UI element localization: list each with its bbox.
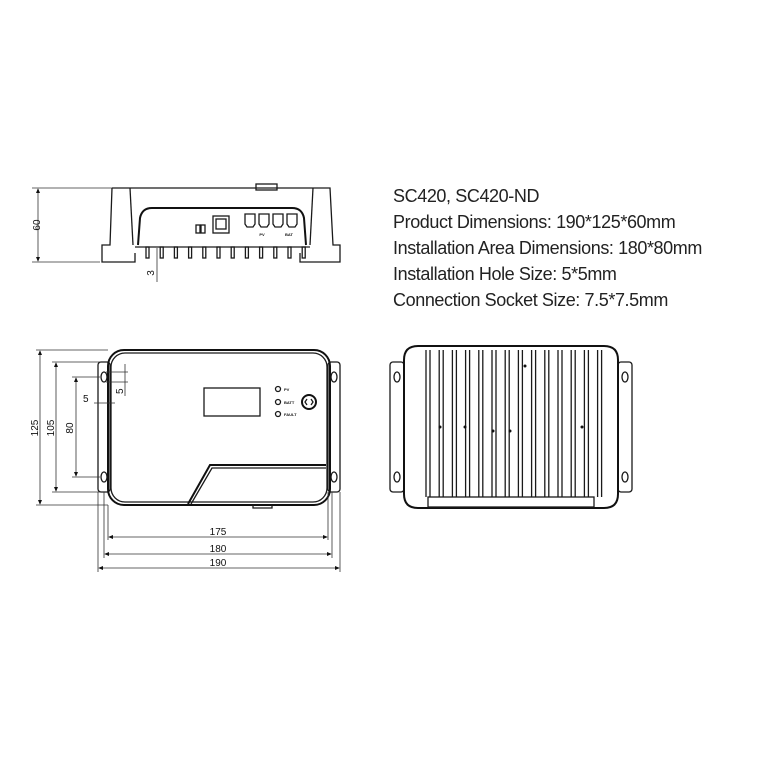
hole-size: Installation Hole Size: 5*5mm xyxy=(393,264,617,284)
led-pv-label: PV xyxy=(284,387,290,392)
temp-sensor-port-b xyxy=(200,224,206,234)
right-flange xyxy=(327,361,341,493)
hole-height-label: 5 xyxy=(115,388,126,394)
side-fin xyxy=(301,246,306,259)
mount-hole xyxy=(100,371,108,383)
height-125-label: 125 xyxy=(30,419,41,436)
flange-105-label: 105 xyxy=(46,419,57,436)
side-housing-outline xyxy=(101,187,341,263)
side-fin xyxy=(145,246,150,259)
side-fin xyxy=(258,246,264,259)
heatsink-body xyxy=(403,345,619,509)
mount-hole xyxy=(330,471,338,483)
hole-width-label: 5 xyxy=(83,394,89,405)
led-batt xyxy=(274,398,282,406)
side-fin xyxy=(159,246,164,259)
side-view: 60 PV BAT 3 xyxy=(32,183,341,282)
fin-gap-dim-label: 3 xyxy=(146,270,157,276)
pv-terminal-label: PV xyxy=(259,232,265,237)
heatsink-view xyxy=(389,345,633,509)
width-190-label: 190 xyxy=(210,558,227,569)
led-fault-label: FAULT xyxy=(284,412,297,417)
socket-size: Connection Socket Size: 7.5*7.5mm xyxy=(393,290,668,310)
side-fin xyxy=(273,246,278,259)
led-fault xyxy=(274,410,282,418)
front-view: PV BATT FAULT 125 105 80 5 5 175 xyxy=(30,349,341,572)
installation-area: Installation Area Dimensions: 180*80mm xyxy=(393,238,702,258)
led-batt-label: BATT xyxy=(284,400,295,405)
product-dimensions: Product Dimensions: 190*125*60mm xyxy=(393,212,676,232)
navigation-button xyxy=(301,394,317,410)
connector-panel xyxy=(137,207,307,246)
terminal-socket xyxy=(244,213,256,228)
lcd-display xyxy=(203,387,261,417)
side-fins xyxy=(145,246,306,259)
temp-sensor-port-a xyxy=(195,224,201,234)
width-180-label: 180 xyxy=(210,544,227,555)
model-name: SC420, SC420-ND xyxy=(393,186,540,206)
terminals xyxy=(244,213,298,228)
side-fin xyxy=(230,246,235,259)
bat-terminal-label: BAT xyxy=(285,232,293,237)
height-dim-label: 60 xyxy=(32,219,43,231)
side-fin xyxy=(287,246,292,259)
hole-spacing-80-label: 80 xyxy=(65,422,76,434)
led-pv xyxy=(274,385,282,393)
top-tab xyxy=(255,183,278,191)
lower-cover-line xyxy=(187,464,326,505)
mount-hole xyxy=(330,371,338,383)
heatsink-base xyxy=(427,496,595,508)
terminal-socket xyxy=(286,213,298,228)
side-fin xyxy=(216,246,221,259)
width-175-label: 175 xyxy=(210,527,227,538)
terminal-socket xyxy=(258,213,270,228)
side-fin xyxy=(244,246,250,259)
heatsink-fins xyxy=(425,350,603,497)
side-fin xyxy=(187,246,193,259)
terminal-socket xyxy=(272,213,284,228)
side-fin xyxy=(173,246,179,259)
front-housing-inner xyxy=(110,352,328,503)
side-fin xyxy=(202,246,207,259)
front-housing xyxy=(107,349,331,506)
mount-hole xyxy=(100,471,108,483)
rs485-port xyxy=(212,215,230,234)
